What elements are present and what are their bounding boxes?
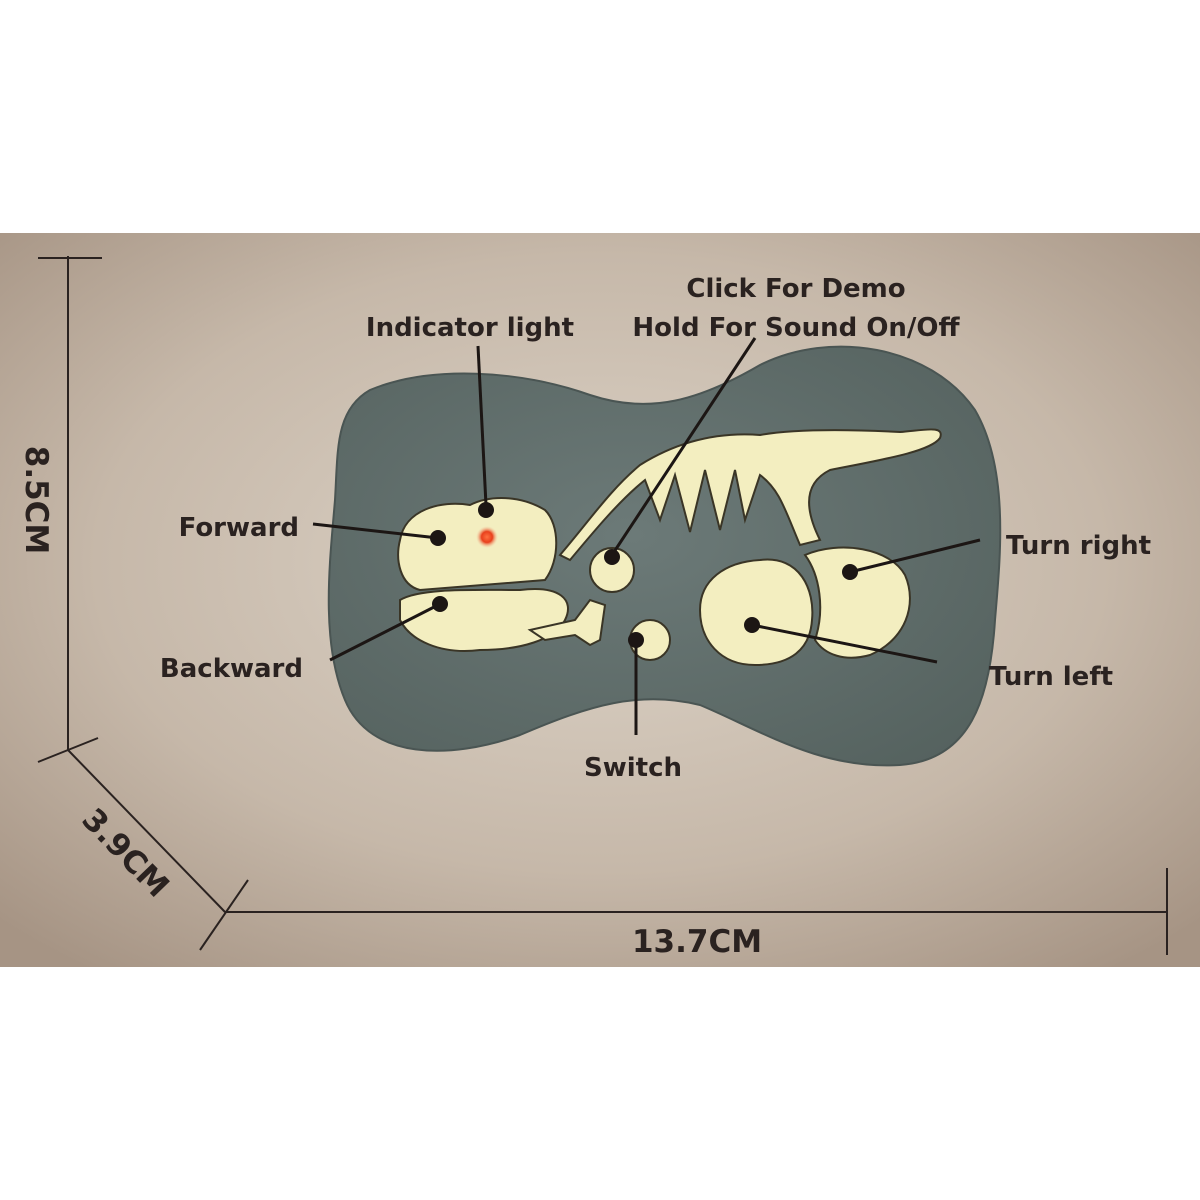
switch-label: Switch xyxy=(584,753,682,783)
skull-forward-button[interactable] xyxy=(397,497,558,592)
backward-label: Backward xyxy=(160,654,303,684)
turn-right-button[interactable] xyxy=(803,546,911,659)
demo-label-line2: Hold For Sound On/Off xyxy=(632,313,960,343)
indicator-light-label: Indicator light xyxy=(366,313,574,343)
demo-button[interactable] xyxy=(589,547,635,593)
width-dimension: 13.7CM xyxy=(632,924,762,960)
forward-label: Forward xyxy=(179,513,299,543)
turn-right-label: Turn right xyxy=(1006,531,1151,561)
height-dimension: 8.5CM xyxy=(18,446,54,555)
turn-left-label: Turn left xyxy=(989,662,1113,692)
leader-lines xyxy=(312,337,981,735)
dinosaur-skeleton xyxy=(397,428,942,667)
dimension-lines xyxy=(37,256,1168,955)
leg-bone xyxy=(527,598,607,647)
demo-label-line1: Click For Demo xyxy=(686,274,905,304)
indicator-led xyxy=(476,526,498,548)
turn-left-button[interactable] xyxy=(698,558,814,667)
spine xyxy=(558,428,942,562)
